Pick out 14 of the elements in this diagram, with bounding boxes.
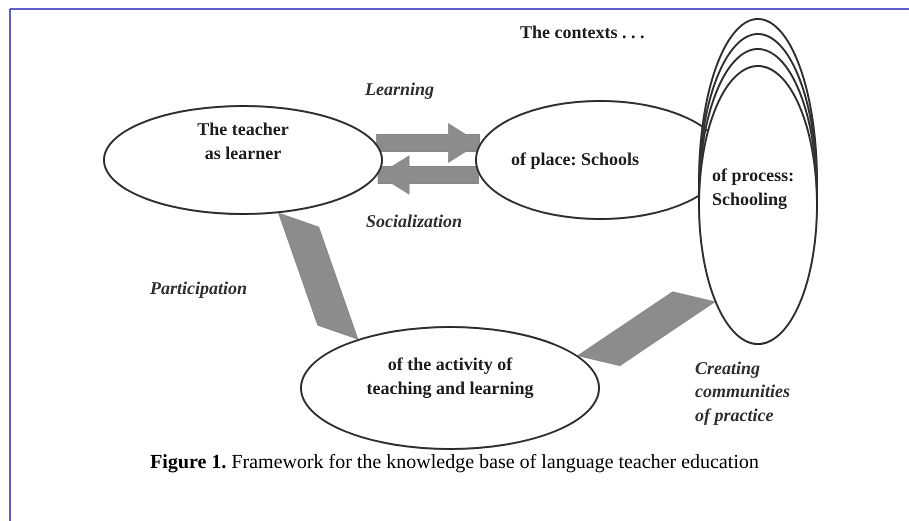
node-label: of place: Schools [510,148,640,171]
edge-label: Participation [150,277,248,300]
heading-label: The contexts . . . [520,21,644,44]
parallelogram-connector [278,212,359,340]
node-label: of process: Schooling [712,164,796,212]
block-arrow [378,155,479,195]
node-label: of the activity of teaching and learning [365,353,535,400]
edge-label: Learning [365,78,436,101]
edge-label: Creating communities of practice [695,357,792,427]
edge-label: Socialization [366,210,464,233]
figure-caption: Figure 1. Framework for the knowledge base of language teacher education [150,451,759,473]
block-arrow [376,123,480,163]
node-label: The teacher as learner [196,118,290,166]
parallelogram-connector [576,291,716,366]
